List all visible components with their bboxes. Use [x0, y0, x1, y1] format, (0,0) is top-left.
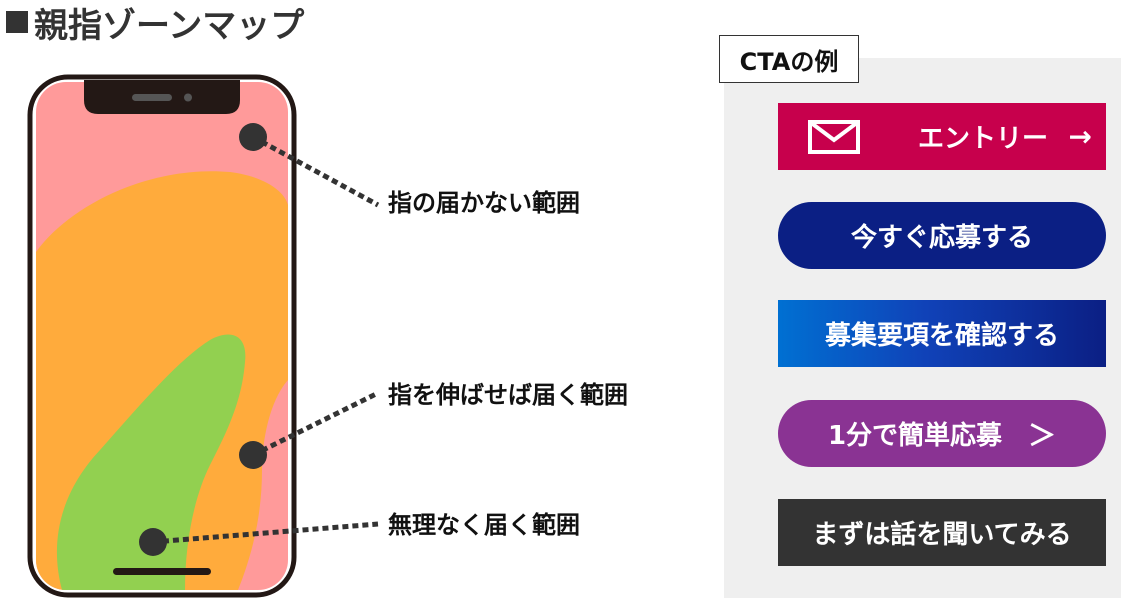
zone-label-stretch: 指を伸ばせば届く範囲 [388, 381, 628, 409]
apply-now-button[interactable]: 今すぐ応募する [778, 202, 1106, 269]
apply-now-button-label: 今すぐ応募する [850, 223, 1033, 253]
ask-first-button[interactable]: まずは話を聞いてみる [778, 499, 1106, 566]
arrow-right-icon: → [1068, 119, 1092, 153]
zone-label-unreachable: 指の届かない範囲 [388, 189, 580, 217]
chevron-right-icon: ＞ [1028, 418, 1057, 452]
zone-easy [56, 334, 246, 590]
marker-stretch [239, 441, 267, 469]
cta-heading: CTAの例 [719, 35, 859, 83]
ask-first-button-label: まずは話を聞いてみる [812, 520, 1072, 550]
entry-button-label: エントリー [918, 124, 1049, 154]
entry-button[interactable]: エントリー → [778, 103, 1106, 170]
check-guidelines-button[interactable]: 募集要項を確認する [778, 300, 1106, 367]
marker-unreachable [239, 123, 267, 151]
home-indicator [113, 568, 211, 575]
zone-label-easy: 無理なく届く範囲 [388, 511, 580, 539]
quick-apply-button-label: 1分で簡単応募 [827, 421, 1003, 451]
leader-line-easy [152, 521, 379, 545]
phone-camera [184, 93, 192, 102]
phone-speaker [132, 94, 172, 101]
title-square-icon [6, 11, 28, 33]
phone-screen [36, 82, 288, 590]
marker-easy [139, 528, 167, 556]
quick-apply-button[interactable]: 1分で簡単応募 ＞ [778, 400, 1106, 467]
leader-line-stretch [251, 390, 380, 458]
envelope-icon [808, 119, 860, 154]
page-title: 親指ゾーンマップ [6, 0, 304, 47]
check-guidelines-button-label: 募集要項を確認する [824, 321, 1059, 351]
page-title-text: 親指ゾーンマップ [34, 6, 305, 46]
leader-line-unreachable [251, 134, 380, 208]
